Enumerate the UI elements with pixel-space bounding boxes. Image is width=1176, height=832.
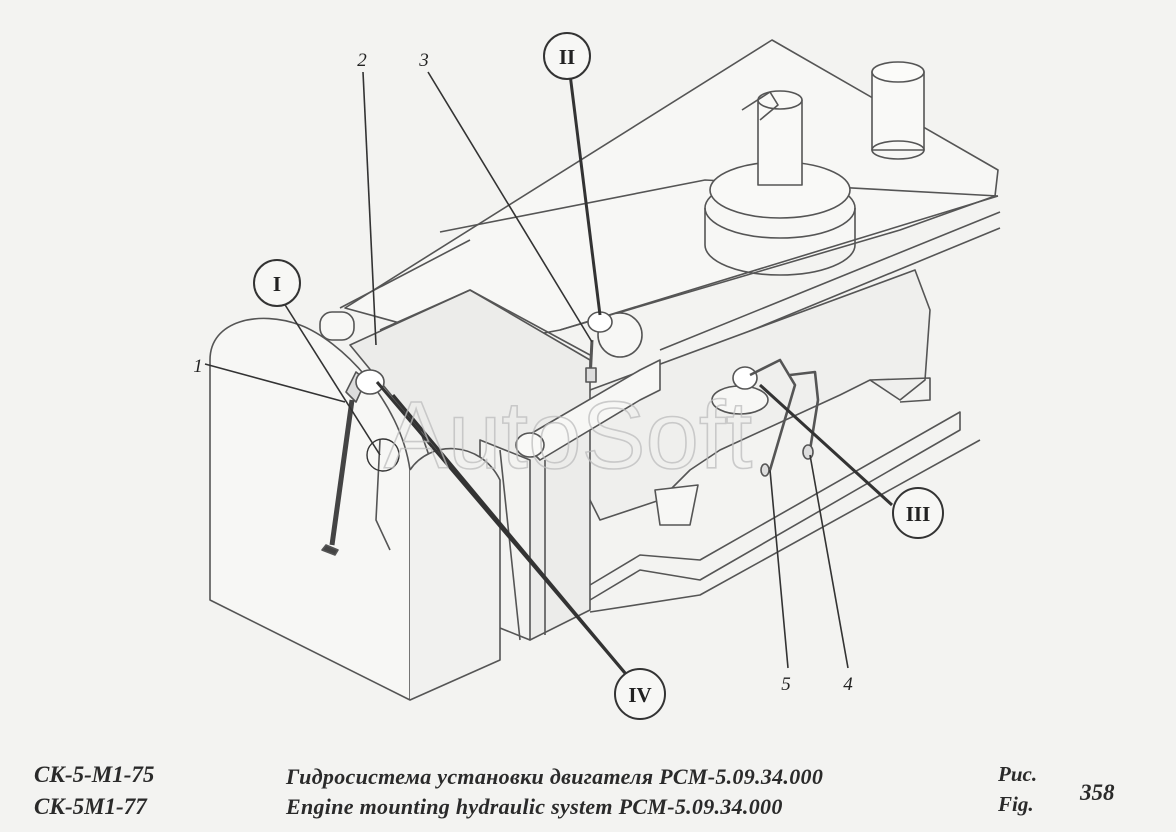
detail-circles xyxy=(253,32,944,720)
model-line-1: СК-5-М1-75 xyxy=(34,762,155,787)
hydraulic-lines xyxy=(732,358,820,477)
leader-iv-b xyxy=(391,394,627,674)
watermark-text: AutoSoft xyxy=(384,382,752,489)
leader-1 xyxy=(204,363,346,403)
label-roman-ii: II xyxy=(559,45,575,69)
hydraulic-tank xyxy=(209,317,501,701)
leader-4 xyxy=(809,454,849,669)
callout-circle-ii xyxy=(543,32,591,80)
callout-circle-iii xyxy=(892,487,944,539)
label-part-4: 4 xyxy=(843,674,853,695)
engine-block xyxy=(579,269,931,526)
label-part-2: 2 xyxy=(357,50,367,71)
detail-ring-i xyxy=(366,438,400,472)
label-part-1: 1 xyxy=(193,356,203,377)
model-line-2: СК-5М1-77 xyxy=(34,794,147,819)
label-part-5: 5 xyxy=(781,674,791,695)
air-cleaner xyxy=(704,90,856,276)
label-roman-iii: III xyxy=(906,502,931,526)
leader-iii xyxy=(758,383,894,507)
label-roman-i: I xyxy=(273,272,281,296)
leader-lines xyxy=(204,71,894,674)
caption-title-en: Engine mounting hydraulic system РСМ-5.0… xyxy=(286,794,783,819)
upper-hose xyxy=(515,359,661,461)
figure-number: 358 xyxy=(1080,780,1115,805)
frame-rail xyxy=(589,411,981,613)
callout-circle-i xyxy=(253,259,301,307)
label-part-3: 3 xyxy=(418,50,429,71)
leader-3 xyxy=(427,71,593,343)
exhaust-stack xyxy=(871,61,925,160)
leader-5 xyxy=(769,469,789,669)
leader-ii xyxy=(568,73,602,316)
label-roman-iv: IV xyxy=(628,683,651,707)
valve-assembly-ii xyxy=(585,311,643,383)
leader-2 xyxy=(362,71,377,346)
callout-circle-iv xyxy=(614,668,666,720)
fig-label-ru: Рис. xyxy=(998,762,1038,786)
fig-label-en: Fig. xyxy=(998,792,1034,816)
caption-title-ru: Гидросистема установки двигателя РСМ-5.0… xyxy=(286,764,824,789)
hydraulic-cylinder xyxy=(321,369,391,556)
leader-i xyxy=(281,299,381,456)
